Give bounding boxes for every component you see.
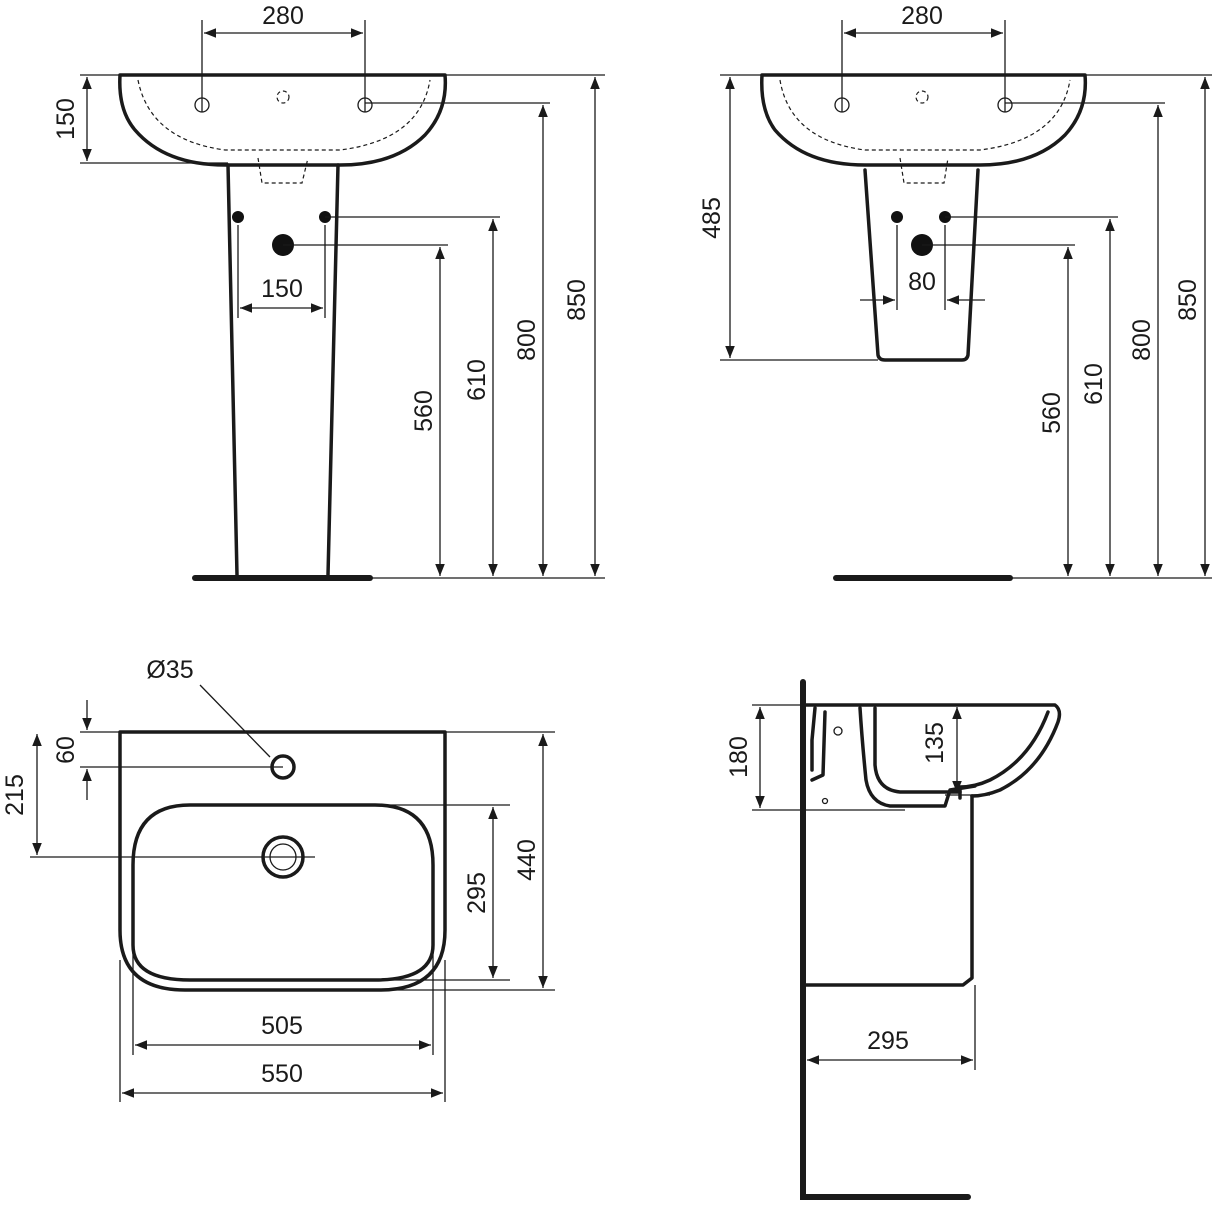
dim-bowl-height: 135 — [921, 722, 949, 764]
dim-supply-spacing: 80 — [908, 268, 936, 296]
dim-drain-offset: 215 — [1, 774, 29, 816]
dim-total-height: 850 — [563, 279, 591, 321]
dim-tap-spacing: 280 — [901, 2, 943, 30]
dim-bowl-width: 505 — [261, 1012, 303, 1040]
dim-waste-height: 560 — [1038, 392, 1066, 434]
dim-basin-depth: 150 — [52, 98, 80, 140]
dim-basin-width: 550 — [261, 1060, 303, 1088]
front-view-pedestal: 280 150 150 560 610 800 850 — [52, 2, 605, 581]
dim-tap-spacing: 280 — [262, 2, 304, 30]
side-view: 180 135 295 — [725, 679, 1062, 1200]
dim-basin-height: 180 — [725, 736, 753, 778]
dim-total-height: 850 — [1174, 279, 1202, 321]
dim-tap-hole-diameter: Ø35 — [146, 656, 193, 684]
dim-supply-height: 610 — [463, 359, 491, 401]
dim-basin-depth: 440 — [513, 839, 541, 881]
dim-supply-height: 610 — [1080, 363, 1108, 405]
dim-waste-height: 560 — [410, 390, 438, 432]
dim-tap-hole-offset: 60 — [52, 736, 80, 764]
dim-rim-height: 800 — [513, 319, 541, 361]
front-view-semi-pedestal: 280 485 80 560 610 800 850 — [698, 2, 1212, 581]
dim-pedestal-projection: 295 — [867, 1027, 909, 1055]
dim-rim-height: 800 — [1128, 319, 1156, 361]
dim-bowl-depth: 295 — [463, 872, 491, 914]
dim-supply-spacing: 150 — [261, 275, 303, 303]
top-view: Ø35 60 215 295 440 505 550 — [1, 656, 555, 1102]
dim-semi-pedestal-height: 485 — [698, 197, 726, 239]
